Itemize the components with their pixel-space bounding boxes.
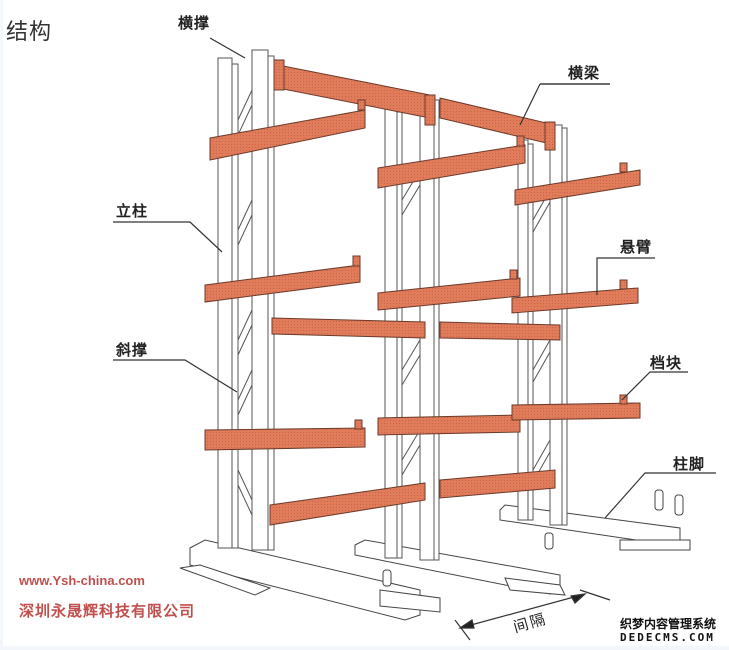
label-arm: 悬臂 bbox=[620, 238, 653, 256]
leader-lines bbox=[113, 37, 716, 641]
label-stopper: 档块 bbox=[650, 354, 683, 372]
watermark-line1: 织梦内容管理系统 bbox=[620, 617, 717, 631]
label-base: 柱脚 bbox=[673, 455, 706, 473]
label-column: 立柱 bbox=[116, 202, 149, 220]
company-name: 深圳永晟辉科技有限公司 bbox=[19, 602, 196, 620]
diagram-title: 结构 bbox=[6, 20, 53, 45]
label-beam: 横梁 bbox=[568, 64, 601, 82]
arms bbox=[204, 99, 641, 526]
label-diagonal-brace: 斜撑 bbox=[116, 341, 149, 359]
top-beams bbox=[273, 59, 556, 151]
watermark-line2: DEDECMS.COM bbox=[620, 631, 715, 644]
company-url[interactable]: www.Ysh-china.com bbox=[19, 573, 145, 588]
base-feet bbox=[179, 489, 691, 621]
label-cross-brace-top: 横撑 bbox=[178, 14, 211, 32]
column-left bbox=[217, 49, 275, 551]
